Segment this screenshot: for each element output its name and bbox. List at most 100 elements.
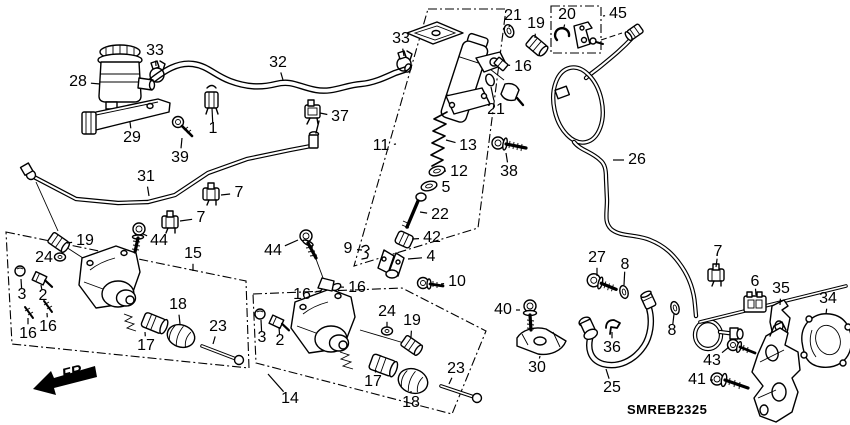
slave-bracket bbox=[751, 321, 801, 423]
callout-30[interactable]: 30 bbox=[528, 359, 546, 376]
callout-16[interactable]: 16 bbox=[39, 318, 57, 335]
callout-44[interactable]: 44 bbox=[150, 232, 168, 249]
snap-pin-9 bbox=[361, 244, 370, 260]
callout-16[interactable]: 16 bbox=[348, 279, 366, 296]
callout-18[interactable]: 18 bbox=[402, 394, 420, 411]
bolt-38 bbox=[491, 136, 528, 152]
hose-clip-1 bbox=[204, 84, 219, 115]
callout-7[interactable]: 7 bbox=[234, 184, 244, 201]
pipe-clip-7c bbox=[707, 263, 725, 287]
callout-16[interactable]: 16 bbox=[293, 286, 311, 303]
dashed-box-20 bbox=[550, 5, 602, 54]
callout-21[interactable]: 21 bbox=[487, 101, 505, 118]
hose-clamp-33b bbox=[396, 50, 413, 72]
return-spring-13 bbox=[430, 111, 448, 167]
callout-15[interactable]: 15 bbox=[184, 245, 202, 262]
flange-bolt-40 bbox=[522, 299, 538, 332]
callout-32[interactable]: 32 bbox=[269, 54, 287, 71]
clutch-pipe-31 bbox=[19, 120, 320, 206]
dashed-box-14 bbox=[252, 287, 487, 415]
master-cylinder-15 bbox=[14, 232, 245, 366]
callout-2[interactable]: 2 bbox=[38, 287, 48, 304]
master-cylinder-11 bbox=[377, 21, 549, 290]
dashed-box-15 bbox=[5, 231, 250, 369]
bolt-44b bbox=[299, 229, 318, 260]
bolt-41 bbox=[710, 372, 750, 390]
callout-36[interactable]: 36 bbox=[603, 339, 621, 356]
callout-19[interactable]: 19 bbox=[403, 312, 421, 329]
callout-26[interactable]: 26 bbox=[628, 151, 646, 168]
callout-24[interactable]: 24 bbox=[35, 249, 53, 266]
callout-25[interactable]: 25 bbox=[603, 379, 621, 396]
callout-5[interactable]: 5 bbox=[441, 179, 451, 196]
callout-6[interactable]: 6 bbox=[750, 273, 760, 290]
callout-28[interactable]: 28 bbox=[69, 73, 87, 90]
callout-35[interactable]: 35 bbox=[772, 280, 790, 297]
bolt-43 bbox=[726, 338, 757, 355]
clutch-flex-hose-25 bbox=[578, 290, 657, 369]
callout-3[interactable]: 3 bbox=[17, 286, 27, 303]
callout-19[interactable]: 19 bbox=[527, 15, 545, 32]
callout-42[interactable]: 42 bbox=[423, 229, 441, 246]
pipe-clip-37 bbox=[304, 99, 321, 125]
callout-40[interactable]: 40 bbox=[494, 301, 512, 318]
callout-4[interactable]: 4 bbox=[426, 248, 436, 265]
callout-12[interactable]: 12 bbox=[450, 163, 468, 180]
callout-11[interactable]: 11 bbox=[372, 137, 390, 154]
callout-37[interactable]: 37 bbox=[331, 108, 349, 125]
banjo-bolt-27 bbox=[586, 273, 618, 292]
callout-33[interactable]: 33 bbox=[392, 30, 410, 47]
callout-17[interactable]: 17 bbox=[137, 337, 155, 354]
callout-9[interactable]: 9 bbox=[343, 240, 353, 257]
callout-14[interactable]: 14 bbox=[281, 390, 299, 407]
callout-8[interactable]: 8 bbox=[667, 322, 677, 339]
callout-29[interactable]: 29 bbox=[123, 129, 141, 146]
sealing-washer-8a bbox=[619, 284, 629, 300]
callout-21[interactable]: 21 bbox=[504, 7, 522, 24]
callout-27[interactable]: 27 bbox=[588, 249, 606, 266]
callout-44[interactable]: 44 bbox=[264, 242, 282, 259]
callout-8[interactable]: 8 bbox=[620, 256, 630, 273]
callout-10[interactable]: 10 bbox=[448, 273, 466, 290]
reservoir-28 bbox=[97, 44, 156, 110]
damper-cover-34 bbox=[800, 313, 850, 368]
callout-39[interactable]: 39 bbox=[171, 149, 189, 166]
callout-23[interactable]: 23 bbox=[447, 360, 465, 377]
callout-18[interactable]: 18 bbox=[169, 296, 187, 313]
callout-43[interactable]: 43 bbox=[703, 352, 721, 369]
callout-19[interactable]: 19 bbox=[76, 232, 94, 249]
callout-3[interactable]: 3 bbox=[257, 329, 267, 346]
callout-2[interactable]: 2 bbox=[275, 332, 285, 349]
sealing-washer-8b bbox=[670, 300, 680, 316]
callout-23[interactable]: 23 bbox=[209, 318, 227, 335]
callout-34[interactable]: 34 bbox=[819, 290, 837, 307]
pipe-clip-7a bbox=[202, 182, 220, 206]
callout-20[interactable]: 20 bbox=[558, 6, 576, 23]
callout-16[interactable]: 16 bbox=[514, 58, 532, 75]
pipe-fitting-45 bbox=[624, 23, 644, 42]
callout-17[interactable]: 17 bbox=[364, 373, 382, 390]
yoke-4 bbox=[377, 249, 405, 279]
callout-7[interactable]: 7 bbox=[713, 243, 723, 260]
callout-33[interactable]: 33 bbox=[146, 42, 164, 59]
hose-clamp-33a bbox=[149, 60, 166, 83]
callout-16[interactable]: 16 bbox=[19, 325, 37, 342]
reservoir-bracket-29 bbox=[81, 98, 171, 135]
master-cylinder-14 bbox=[254, 277, 483, 404]
reservoir-hose-32 bbox=[146, 60, 412, 94]
callout-31[interactable]: 31 bbox=[137, 168, 155, 185]
callout-7[interactable]: 7 bbox=[196, 209, 206, 226]
callout-1[interactable]: 1 bbox=[208, 120, 218, 137]
diagram-code: SMREB2325 bbox=[627, 402, 708, 417]
callout-38[interactable]: 38 bbox=[500, 163, 518, 180]
hose-clip-36 bbox=[605, 319, 621, 335]
callout-41[interactable]: 41 bbox=[688, 371, 706, 388]
hose-bracket-30 bbox=[516, 327, 567, 356]
callout-22[interactable]: 22 bbox=[431, 206, 449, 223]
pipe-clip-7b bbox=[161, 210, 179, 234]
callout-13[interactable]: 13 bbox=[459, 137, 477, 154]
callout-45[interactable]: 45 bbox=[609, 5, 627, 22]
callout-24[interactable]: 24 bbox=[378, 303, 396, 320]
